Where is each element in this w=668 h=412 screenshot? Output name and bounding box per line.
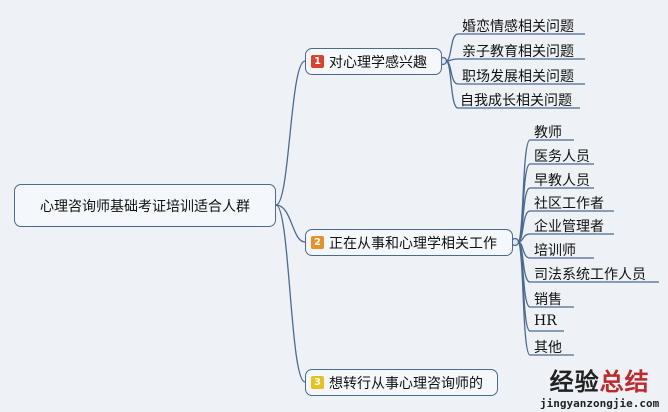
leaf-node[interactable]: 企业管理者 <box>534 219 604 235</box>
leaf-node[interactable]: 早教人员 <box>534 173 590 189</box>
leaf-node[interactable]: 婚恋情感相关问题 <box>462 19 574 35</box>
watermark-part1: 经验 <box>549 368 600 396</box>
leaf-connector <box>517 210 614 243</box>
priority-3-icon: 3 <box>311 376 324 389</box>
priority-1-icon: 1 <box>311 55 324 68</box>
branch-node-3[interactable]: 3 想转行从事心理咨询师的 <box>305 369 498 396</box>
leaf-node[interactable]: 医务人员 <box>534 149 590 165</box>
leaf-node[interactable]: 自我成长相关问题 <box>460 93 572 109</box>
leaf-node[interactable]: 培训师 <box>534 243 576 259</box>
watermark-part2: 总结 <box>599 368 650 396</box>
leaf-connector <box>517 233 614 243</box>
watermark: 经验总结 jingyanzongjie.com <box>540 362 659 410</box>
root-label: 心理咨询师基础考证培训适合人群 <box>40 198 250 215</box>
branch-label: 想转行从事心理咨询师的 <box>329 375 483 392</box>
priority-2-icon: 2 <box>311 236 324 249</box>
leaf-node[interactable]: 教师 <box>534 125 562 141</box>
leaf-node[interactable]: 社区工作者 <box>534 196 604 212</box>
leaf-node[interactable]: 其他 <box>534 340 562 356</box>
branch-label: 对心理学感兴趣 <box>329 54 427 71</box>
leaf-node[interactable]: 职场发展相关问题 <box>462 69 574 85</box>
leaf-node[interactable]: 亲子教育相关问题 <box>462 44 574 60</box>
watermark-url: jingyanzongjie.com <box>540 397 660 410</box>
leaf-connector <box>517 241 574 356</box>
leaf-node[interactable]: 司法系统工作人员 <box>534 267 646 283</box>
root-node[interactable]: 心理咨询师基础考证培训适合人群 <box>14 184 276 227</box>
leaf-node[interactable]: HR <box>534 313 557 329</box>
branch-node-1[interactable]: 1 对心理学感兴趣 <box>305 48 442 75</box>
branch-node-2[interactable]: 2 正在从事和心理学相关工作 <box>305 229 513 256</box>
leaf-node[interactable]: 销售 <box>534 292 562 308</box>
branch-label: 正在从事和心理学相关工作 <box>329 235 497 252</box>
